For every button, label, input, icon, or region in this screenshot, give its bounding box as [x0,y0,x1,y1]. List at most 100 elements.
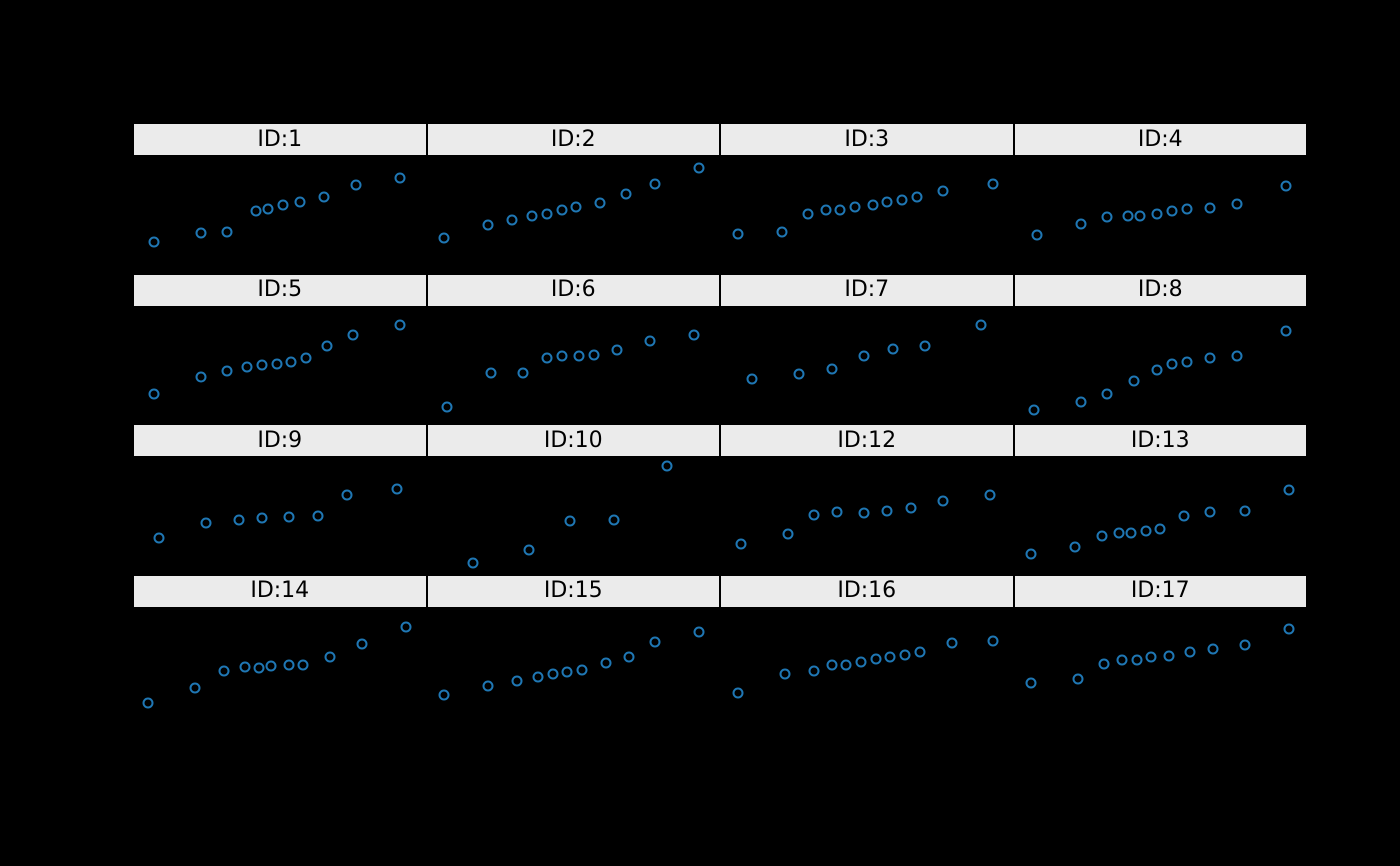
scatter-point-icon [547,668,559,680]
scatter-point-icon [482,680,494,692]
scatter-point-icon [438,232,450,244]
scatter-point-icon [1151,208,1163,219]
scatter-point-icon [840,659,852,671]
scatter-point-icon [394,172,406,184]
facet-panel-id-7: ID:7 [720,273,1014,425]
scatter-point-icon [341,489,353,501]
scatter-point-icon [608,514,620,526]
scatter-point-icon [735,538,747,550]
scatter-point-icon [826,659,838,671]
scatter-point-icon [1204,352,1216,364]
scatter-point-icon [1184,646,1196,658]
scatter-point-icon [1280,325,1292,337]
scatter-point-icon [570,201,582,213]
scatter-point-icon [485,367,497,379]
scatter-point-icon [779,668,791,680]
scatter-point-icon [914,646,926,658]
scatter-point-icon [506,214,518,226]
scatter-point-icon [148,236,160,248]
scatter-point-icon [391,483,403,495]
scatter-point-icon [1028,404,1040,416]
scatter-point-icon [946,637,958,649]
scatter-point-icon [576,664,588,676]
scatter-point-icon [600,657,612,669]
scatter-point-icon [256,512,268,524]
scatter-point-icon [649,636,661,648]
scatter-point-icon [556,350,567,362]
scatter-point-icon [1231,198,1243,210]
scatter-point-icon [905,502,917,514]
scatter-point-icon [1096,530,1108,542]
scatter-point-icon [881,505,893,517]
scatter-point-icon [142,697,154,709]
scatter-point-icon [588,349,600,361]
scatter-point-icon [1204,202,1216,214]
scatter-point-icon [1072,673,1084,685]
scatter-point-icon [256,359,268,371]
scatter-point-icon [221,365,233,377]
facet-label: ID:7 [720,273,1014,307]
scatter-point-icon [189,682,201,694]
scatter-point-icon [564,515,576,527]
scatter-point-icon [1154,523,1166,535]
scatter-point-icon [356,638,368,650]
scatter-point-icon [467,557,479,569]
scatter-point-icon [241,361,253,373]
scatter-area [133,156,427,271]
scatter-point-icon [523,544,535,556]
facet-label: ID:9 [133,424,427,457]
facet-panel-id-9: ID:9 [133,424,427,575]
scatter-point-icon [218,665,230,677]
scatter-point-icon [746,373,758,385]
scatter-point-icon [1069,541,1081,553]
scatter-point-icon [881,196,893,208]
scatter-point-icon [541,208,553,219]
scatter-point-icon [1031,229,1043,241]
scatter-area [1014,156,1308,271]
scatter-point-icon [849,201,861,213]
scatter-point-icon [511,675,523,687]
scatter-point-icon [324,651,336,663]
scatter-area [133,457,427,572]
scatter-point-icon [1145,651,1157,663]
scatter-point-icon [1025,677,1037,689]
scatter-point-icon [265,660,277,672]
scatter-point-icon [644,335,656,347]
scatter-point-icon [884,651,896,663]
scatter-point-icon [975,319,987,331]
scatter-point-icon [441,401,453,413]
scatter-point-icon [623,651,635,663]
facet-label: ID:10 [426,424,720,457]
scatter-area [427,307,721,422]
scatter-area [720,307,1014,422]
facet-label: ID:4 [1013,123,1307,156]
scatter-point-icon [1280,180,1292,192]
scatter-point-icon [277,199,289,211]
facet-label: ID:12 [720,424,1014,457]
scatter-area [133,307,427,422]
scatter-point-icon [826,363,838,375]
facet-panel-id-14: ID:14 [133,574,427,726]
scatter-point-icon [195,371,206,383]
facet-label: ID:17 [1013,574,1307,608]
scatter-point-icon [693,162,705,173]
scatter-point-icon [782,528,793,540]
scatter-point-icon [688,329,700,341]
scatter-point-icon [532,671,544,682]
scatter-point-icon [1283,484,1295,496]
facet-panel-id-6: ID:6 [426,273,721,425]
facet-panel-id-1: ID:1 [133,123,427,274]
scatter-area [720,156,1014,271]
scatter-point-icon [1075,218,1087,230]
scatter-point-icon [1075,396,1087,408]
scatter-point-icon [611,344,623,356]
scatter-point-icon [855,656,867,668]
scatter-point-icon [561,666,573,678]
facet-panel-id-5: ID:5 [133,273,427,425]
scatter-point-icon [1098,658,1110,670]
scatter-point-icon [239,661,251,673]
scatter-area [1014,457,1308,572]
scatter-point-icon [1207,643,1219,655]
scatter-point-icon [987,635,999,647]
scatter-point-icon [802,208,814,219]
